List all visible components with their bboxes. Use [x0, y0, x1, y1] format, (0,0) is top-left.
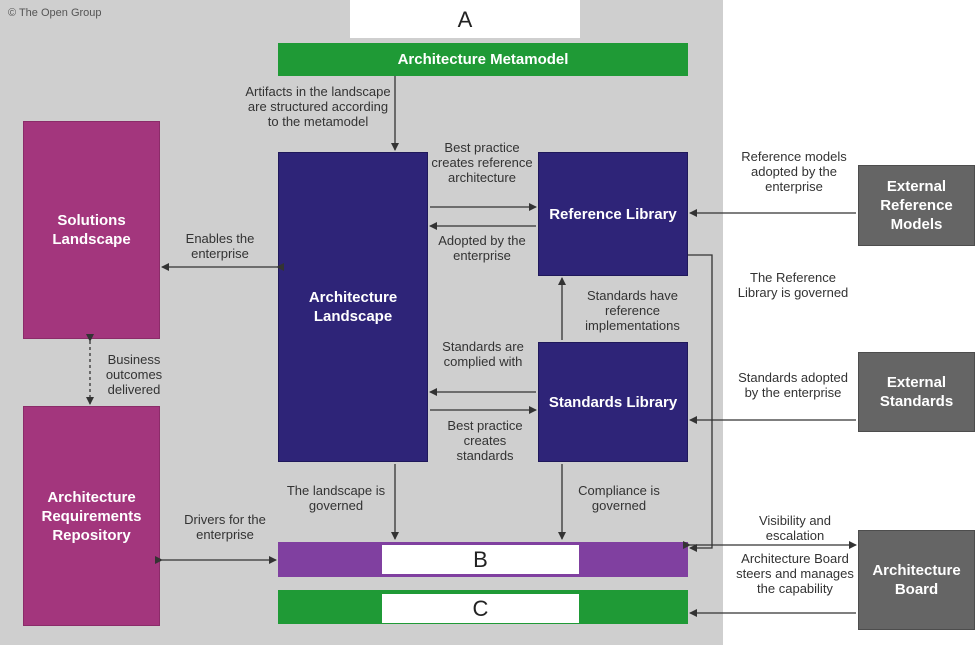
label-standards-complied: Standards are complied with	[442, 339, 524, 369]
label-best-practice-standards: Best practice creates standards	[447, 418, 523, 463]
external-standards-label: External Standards	[879, 374, 954, 410]
reference-library-label: Reference Library	[549, 205, 677, 223]
placeholder-b-box: B	[382, 545, 579, 574]
architecture-landscape-box: Architecture Landscape	[278, 152, 428, 462]
copyright-notice: © The Open Group	[8, 7, 102, 19]
label-standards-adopted: Standards adopted by the enterprise	[738, 370, 848, 400]
architecture-metamodel-box: Architecture Metamodel	[278, 43, 688, 76]
label-reference-models-adopted: Reference models adopted by the enterpri…	[741, 149, 847, 194]
label-landscape-governed: The landscape is governed	[286, 483, 386, 513]
placeholder-c-label: C	[472, 596, 489, 621]
architecture-requirements-repository-label: Architecture Requirements Repository	[41, 488, 142, 544]
label-adopted-by-enterprise: Adopted by the enterprise	[438, 233, 526, 263]
architecture-landscape-label: Architecture Landscape	[308, 289, 398, 325]
label-standards-have-reference: Standards have reference implementations	[585, 288, 680, 333]
placeholder-a-label: A	[457, 6, 473, 32]
label-reference-library-governed: The Reference Library is governed	[737, 270, 849, 300]
architecture-board-box: Architecture Board	[858, 530, 975, 630]
label-drivers-enterprise: Drivers for the enterprise	[184, 512, 266, 542]
placeholder-a-box: A	[350, 0, 580, 38]
reference-library-box: Reference Library	[538, 152, 688, 276]
standards-library-label: Standards Library	[548, 393, 678, 411]
architecture-board-label: Architecture Board	[872, 562, 961, 598]
architecture-requirements-repository-box: Architecture Requirements Repository	[23, 406, 160, 626]
label-best-practice-reference: Best practice creates reference architec…	[431, 140, 533, 185]
label-artifacts-structured: Artifacts in the landscape are structure…	[245, 84, 391, 129]
label-enables-enterprise: Enables the enterprise	[185, 231, 255, 261]
placeholder-c-box: C	[382, 594, 579, 623]
standards-library-box: Standards Library	[538, 342, 688, 462]
architecture-metamodel-label: Architecture Metamodel	[397, 51, 569, 68]
external-reference-models-label: External Reference Models	[880, 178, 953, 233]
label-board-steers: Architecture Board steers and manages th…	[736, 551, 854, 596]
label-visibility-escalation: Visibility and escalation	[758, 513, 832, 543]
solutions-landscape-label: Solutions Landscape	[52, 212, 131, 248]
placeholder-b-label: B	[473, 547, 488, 572]
solutions-landscape-box: Solutions Landscape	[23, 121, 160, 339]
external-reference-models-box: External Reference Models	[858, 165, 975, 246]
external-standards-box: External Standards	[858, 352, 975, 432]
label-business-outcomes: Business outcomes delivered	[105, 352, 163, 397]
label-compliance-governed: Compliance is governed	[578, 483, 660, 513]
